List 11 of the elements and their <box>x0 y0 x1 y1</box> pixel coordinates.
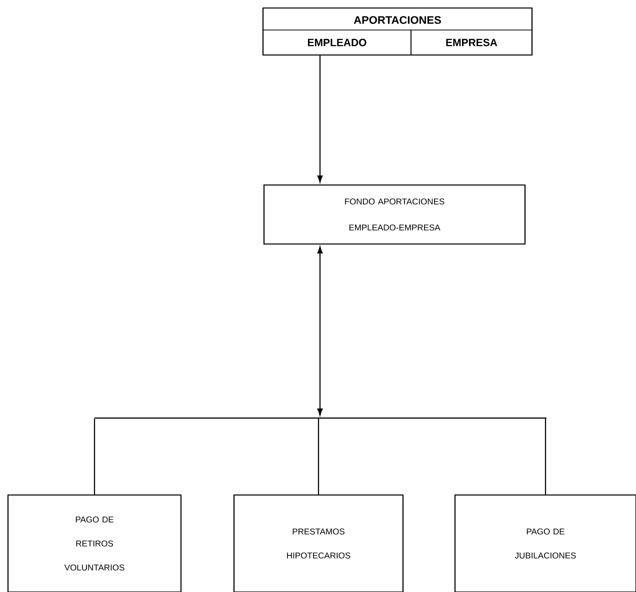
arrow <box>317 246 323 416</box>
process-box: PAGO DE RETIROS VOLUNTARIOS <box>7 494 182 592</box>
process-box: PRESTAMOS HIPOTECARIOS <box>233 494 404 592</box>
connector-line <box>94 418 96 494</box>
process-box: PAGO DE JUBILACIONES <box>454 494 636 592</box>
connector-line <box>544 418 546 494</box>
table-cell: EMPLEADO <box>262 30 412 56</box>
table-cell: EMPRESA <box>410 30 532 56</box>
process-box: FONDO APORTACIONES EMPLEADO-EMPRESA <box>263 184 526 245</box>
connector-line <box>318 418 320 494</box>
arrow <box>317 56 323 182</box>
